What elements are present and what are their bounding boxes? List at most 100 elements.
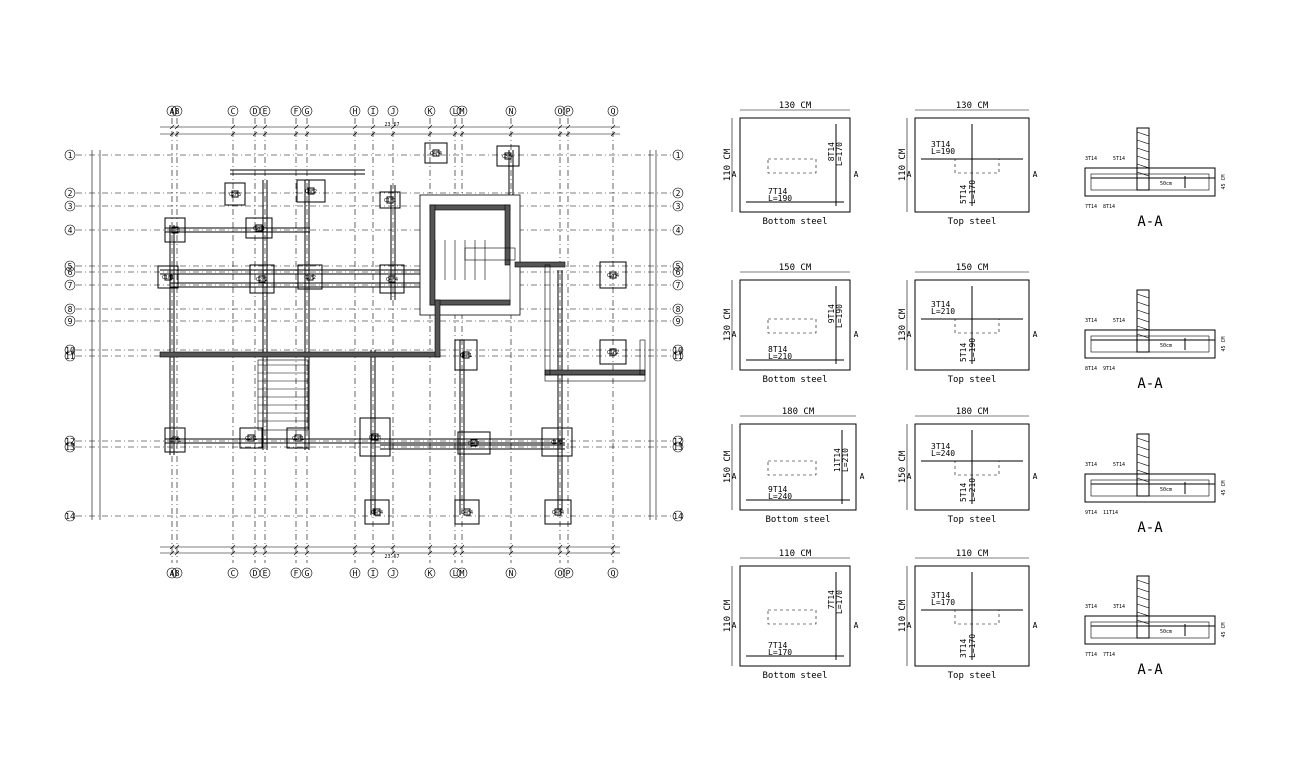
section-top-left: 3T14 (1085, 462, 1097, 468)
dimension-tick (293, 131, 299, 137)
bottom-steel-caption: Bottom steel (765, 515, 830, 525)
footing: C4F1 (454, 339, 478, 371)
bottom-bar-short: 7T14 (768, 641, 787, 650)
footing: C2F3 (224, 182, 246, 206)
top-height-label: 110 CM (898, 599, 908, 632)
wall-strip (434, 299, 441, 358)
column-stub (307, 187, 315, 195)
grid-label-bottom: D (253, 569, 258, 578)
footing-pad (157, 265, 179, 289)
grid-label-right: 13 (673, 443, 683, 452)
bottom-len-long: L=170 (835, 590, 844, 614)
grid-bubble-bottom (554, 567, 566, 579)
grid-bubble-top (424, 105, 436, 117)
cut-marker-right: A (1033, 330, 1038, 339)
grid-bubble-left (64, 266, 76, 278)
dimension-tick (452, 544, 458, 550)
dimension-tick (352, 544, 358, 550)
grid-bubble-right (672, 510, 684, 522)
column-stub (306, 273, 314, 281)
footing-pad (164, 427, 186, 453)
grid-label-bottom: I (371, 569, 376, 578)
grid-bubble-right (672, 303, 684, 315)
footing-pad (297, 264, 323, 290)
bottom-bar-long: 7T14 (827, 590, 836, 609)
top-len-long: L=190 (968, 338, 977, 362)
column-stub (609, 271, 617, 279)
dimension-tick (557, 544, 563, 550)
footing: C1F1 (164, 427, 186, 453)
footing: C1F1 (164, 217, 186, 243)
grid-label-bottom: H (353, 569, 358, 578)
top-steel-caption: Top steel (948, 671, 997, 681)
grid-bubble-bottom (456, 567, 468, 579)
section-top-right: 3T14 (1113, 604, 1125, 610)
grid-label-bottom: F (294, 569, 299, 578)
column-tie (1136, 301, 1150, 307)
bottom-bar-short: 7T14 (768, 187, 787, 196)
dimension-tick (565, 550, 571, 556)
grid-label-right: 9 (676, 317, 681, 326)
column-stub (171, 436, 179, 444)
footing-tag: C2F2 (304, 275, 316, 281)
footing: C2F1 (245, 217, 273, 239)
column-tie (1136, 579, 1150, 585)
grid-bubble-right (672, 315, 684, 327)
grid-bubble-top (166, 105, 178, 117)
grid-bubble-bottom (562, 567, 574, 579)
footing: C4F4 (454, 499, 480, 525)
top-bar-long: 5T14 (959, 185, 968, 204)
grid-bubble-left (64, 149, 76, 161)
bottom-bar-long: 9T14 (827, 304, 836, 323)
dimension-tick (390, 550, 396, 556)
grid-bubble-bottom (259, 567, 271, 579)
section-footing (1084, 329, 1216, 359)
cut-marker-left: A (907, 170, 912, 179)
grid-label-top: B (175, 107, 180, 116)
grid-bubble-right (672, 435, 684, 447)
grid-label-right: 7 (676, 281, 681, 290)
dimension-tick (565, 544, 571, 550)
dimension-tick (452, 550, 458, 556)
dimension-tick (352, 131, 358, 137)
grid-label-right: 3 (676, 202, 681, 211)
bottom-width-label: 130 CM (779, 101, 812, 111)
footing: C1F3 (541, 427, 573, 457)
column-tie (1136, 131, 1150, 137)
dimension-tick (610, 550, 616, 556)
grid-label-right: 5 (676, 262, 681, 271)
grid-bubble-top (554, 105, 566, 117)
section-footing (1084, 473, 1216, 503)
footing-pad (454, 499, 480, 525)
section-top-right: 5T14 (1113, 318, 1125, 324)
dimension-tick (293, 544, 299, 550)
top-bar-short: 3T14 (931, 442, 950, 451)
core-wall-hatch (504, 204, 511, 266)
column-stub (386, 196, 394, 204)
bottom-width-label: 110 CM (779, 549, 812, 559)
core-wall-hatch (429, 204, 511, 211)
grid-bubble-left (64, 279, 76, 291)
wall-outline (544, 374, 646, 382)
dimension-tick (304, 550, 310, 556)
cut-marker-right: A (1033, 170, 1038, 179)
cut-marker-left: A (732, 170, 737, 179)
dimension-tick (508, 131, 514, 137)
footing-pad (239, 427, 263, 449)
dimension-tick (427, 544, 433, 550)
column-tie (1136, 139, 1150, 145)
grid-bubble-right (672, 260, 684, 272)
grid-label-top: G (305, 107, 310, 116)
footing-outline (739, 117, 851, 213)
grid-label-top: C (231, 107, 236, 116)
dimension-tick (557, 550, 563, 556)
cut-marker-right: A (1033, 621, 1038, 630)
column-stub (553, 438, 561, 446)
